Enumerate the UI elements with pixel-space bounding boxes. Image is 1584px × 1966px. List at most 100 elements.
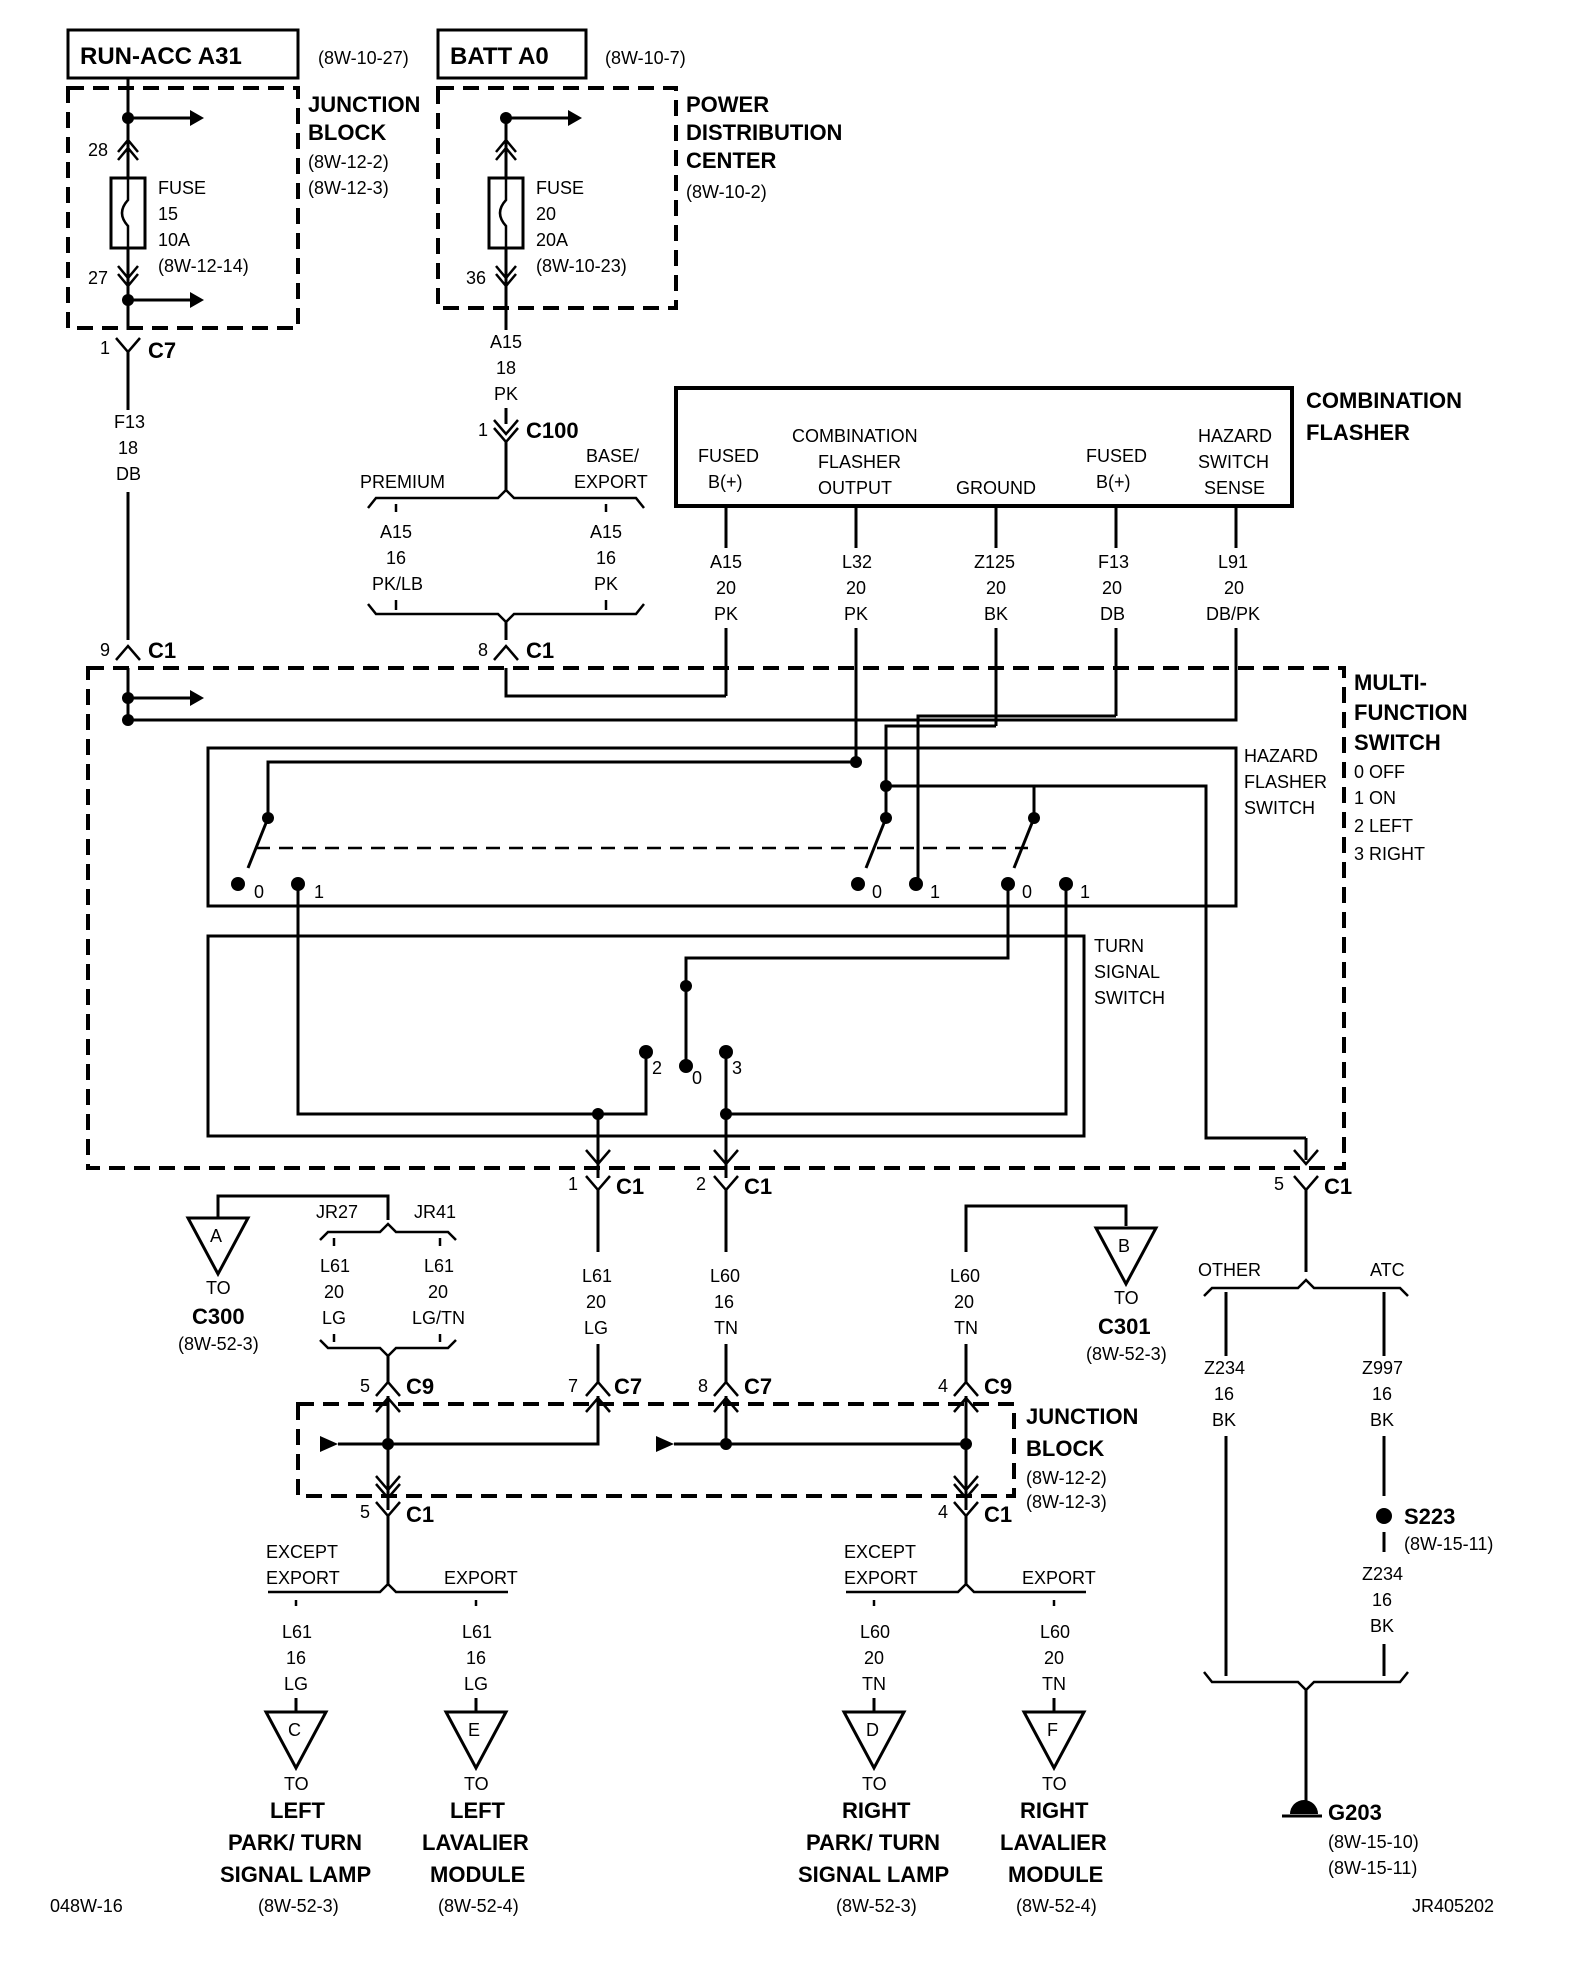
z234b-l2: 16 xyxy=(1372,1590,1392,1610)
right-except-2: EXPORT xyxy=(844,1568,918,1588)
c1-1-pin: 1 xyxy=(568,1174,578,1194)
base-export-2: EXPORT xyxy=(574,472,648,492)
run-acc-ref: (8W-10-27) xyxy=(318,48,409,68)
right-output-split: EXCEPT EXPORT EXPORT xyxy=(844,1542,1096,1606)
jr41-w2: 20 xyxy=(428,1282,448,1302)
out-f-ref: (8W-52-4) xyxy=(1016,1896,1097,1916)
out-e-n1: LEFT xyxy=(450,1798,506,1823)
a15-l3: PK xyxy=(494,384,518,404)
out-d-w3: TN xyxy=(862,1674,886,1694)
f13-l2: 18 xyxy=(118,438,138,458)
offpage-b-ref: (8W-52-3) xyxy=(1086,1344,1167,1364)
mfs-pos-1: 1 ON xyxy=(1354,788,1396,808)
c1-5-name: C1 xyxy=(1324,1174,1352,1199)
jb-bottom-title-1: JUNCTION xyxy=(1026,1404,1138,1429)
flasher-wire4-l2: 20 xyxy=(1102,578,1122,598)
hazard-label-2: FLASHER xyxy=(1244,772,1327,792)
flasher-wire1-l3: PK xyxy=(714,604,738,624)
out-e-n3: MODULE xyxy=(430,1862,525,1887)
flasher-pin4-l2: B(+) xyxy=(1096,472,1131,492)
jb-c9b-name: C9 xyxy=(984,1374,1012,1399)
batt-source: BATT A0 (8W-10-7) xyxy=(436,28,686,80)
flasher-pin5-l3: SENSE xyxy=(1204,478,1265,498)
out-f-w3: TN xyxy=(1042,1674,1066,1694)
offpage-b-name: C301 xyxy=(1098,1314,1151,1339)
a15-l2: 18 xyxy=(496,358,516,378)
l61-l1: L61 xyxy=(582,1266,612,1286)
ground-g203-icon xyxy=(1290,1800,1318,1814)
offpage-e-icon xyxy=(443,1710,509,1772)
jb-c1b-pin: 4 xyxy=(938,1502,948,1522)
left-except-2: EXPORT xyxy=(266,1568,340,1588)
offpage-a-name: C300 xyxy=(192,1304,245,1329)
ground-atc: ATC xyxy=(1370,1260,1405,1280)
mfs-pos-2: 2 LEFT xyxy=(1354,816,1413,836)
z234b-l1: Z234 xyxy=(1362,1564,1403,1584)
base-export-1: BASE/ xyxy=(586,446,639,466)
combination-flasher: COMBINATION FLASHER FUSED B(+) COMBINATI… xyxy=(674,386,1462,762)
hz-c4: 1 xyxy=(930,882,940,902)
multi-function-switch: MULTI- FUNCTION SWITCH 0 OFF 1 ON 2 LEFT… xyxy=(86,666,1468,1178)
a15-prem-l3: PK/LB xyxy=(372,574,423,594)
pdc-title-3: CENTER xyxy=(686,148,777,173)
out-e-w3: LG xyxy=(464,1674,488,1694)
fuse15-l1: FUSE xyxy=(158,178,206,198)
out-d-ref: (8W-52-3) xyxy=(836,1896,917,1916)
run-acc-source: RUN-ACC A31 (8W-10-27) xyxy=(66,28,409,80)
out-e-w2: 16 xyxy=(466,1648,486,1668)
offpage-a-icon xyxy=(185,1216,251,1278)
jb-top-pin-out: 27 xyxy=(88,268,108,288)
fuse20-l1: FUSE xyxy=(536,178,584,198)
fuse20-l3: 20A xyxy=(536,230,568,250)
jr27-label: JR27 xyxy=(316,1202,358,1222)
out-f-n3: MODULE xyxy=(1008,1862,1103,1887)
g203-ref-1: (8W-15-10) xyxy=(1328,1832,1419,1852)
out-d-to: TO xyxy=(862,1774,887,1794)
output-left-park-turn: L61 16 LG C TO LEFT PARK/ TURN SIGNAL LA… xyxy=(220,1622,371,1916)
footer-left: 048W-16 xyxy=(50,1896,123,1916)
offpage-a-to: TO xyxy=(206,1278,231,1298)
l60a-l3: TN xyxy=(714,1318,738,1338)
f13-l3: DB xyxy=(116,464,141,484)
l60b-l1: L60 xyxy=(950,1266,980,1286)
flasher-wire4-l3: DB xyxy=(1100,604,1125,624)
flasher-wire1-l2: 20 xyxy=(716,578,736,598)
a15-base-l3: PK xyxy=(594,574,618,594)
jr41-label: JR41 xyxy=(414,1202,456,1222)
pdc-title-2: DISTRIBUTION xyxy=(686,120,842,145)
out-f-n2: LAVALIER xyxy=(1000,1830,1107,1855)
jb-c7b-name: C7 xyxy=(744,1374,772,1399)
out-c-w2: 16 xyxy=(286,1648,306,1668)
jb-c9a-pin: 5 xyxy=(360,1376,370,1396)
fuse20-l4: (8W-10-23) xyxy=(536,256,627,276)
out-e-w1: L61 xyxy=(462,1622,492,1642)
flasher-wire5-l1: L91 xyxy=(1218,552,1248,572)
a15-prem-l1: A15 xyxy=(380,522,412,542)
f13-l1: F13 xyxy=(114,412,145,432)
out-d-n1: RIGHT xyxy=(842,1798,911,1823)
offpage-d-icon xyxy=(841,1710,907,1772)
mfs-title-3: SWITCH xyxy=(1354,730,1441,755)
jb-c9b-pin: 4 xyxy=(938,1376,948,1396)
jb-c1a-pin: 5 xyxy=(360,1502,370,1522)
junction-block-bottom: 5 C9 7 C7 8 C7 4 C9 JUNCTION BLOCK (8W-1… xyxy=(296,1374,1138,1586)
out-f-to: TO xyxy=(1042,1774,1067,1794)
out-d-letter: D xyxy=(866,1720,879,1740)
flasher-wire1-l1: A15 xyxy=(710,552,742,572)
z234b-l3: BK xyxy=(1370,1616,1394,1636)
offpage-a-ref: (8W-52-3) xyxy=(178,1334,259,1354)
hz-c3: 0 xyxy=(872,882,882,902)
fuse15-l4: (8W-12-14) xyxy=(158,256,249,276)
c1-9-pin: 9 xyxy=(100,640,110,660)
out-d-n3: SIGNAL LAMP xyxy=(798,1862,949,1887)
c100-name: C100 xyxy=(526,418,579,443)
pdc-ref: (8W-10-2) xyxy=(686,182,767,202)
a15-prem-l2: 16 xyxy=(386,548,406,568)
offpage-f-icon xyxy=(1021,1710,1087,1772)
jb-bottom-title-2: BLOCK xyxy=(1026,1436,1104,1461)
out-f-letter: F xyxy=(1047,1720,1058,1740)
c100-pin: 1 xyxy=(478,420,488,440)
a15-base-l1: A15 xyxy=(590,522,622,542)
right-export: EXPORT xyxy=(1022,1568,1096,1588)
a15-l1: A15 xyxy=(490,332,522,352)
